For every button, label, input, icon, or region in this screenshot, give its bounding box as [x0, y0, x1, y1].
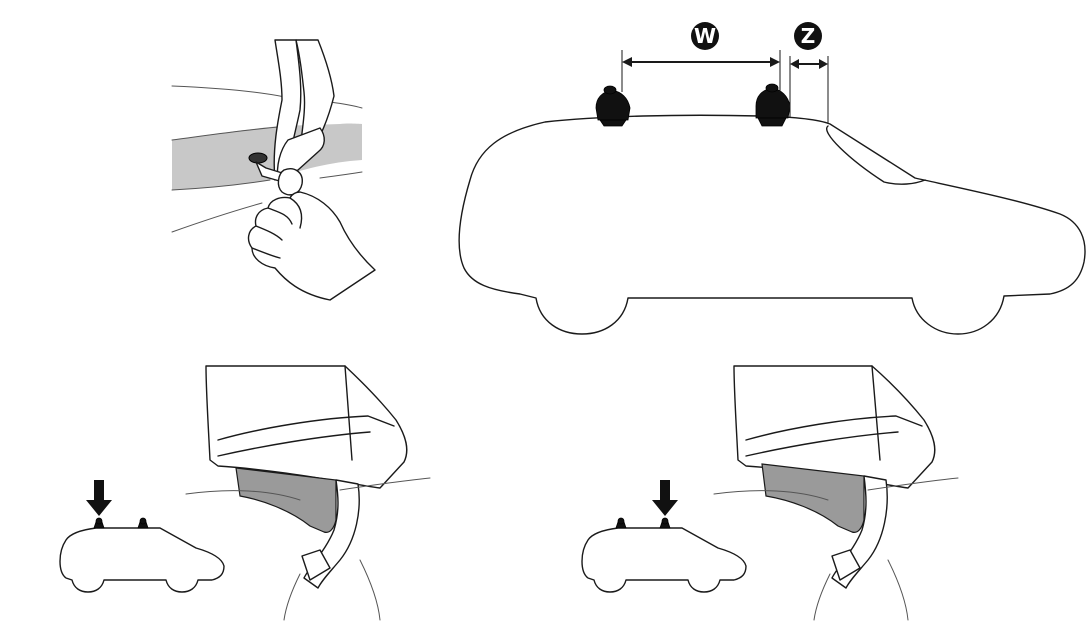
finger-1: [267, 207, 293, 225]
door-lower-line-right: [319, 171, 363, 179]
roof-edge-line: [185, 490, 301, 501]
roof-foot-rear: [595, 85, 631, 127]
car-body: [458, 114, 1086, 335]
clamp-foot: [276, 127, 325, 181]
housing-ridge: [217, 415, 395, 441]
roof-line-upper-right: [329, 101, 363, 109]
roof-edge-line-rear-right: [867, 477, 959, 491]
foot-housing: [205, 365, 408, 489]
mini-car-front-indicator: [59, 480, 225, 593]
door-edge-line-rear: [813, 573, 831, 621]
w-badge: [691, 22, 719, 50]
z-label: Z: [801, 24, 816, 48]
roof-line-upper: [171, 85, 286, 98]
foot-housing-rear: [733, 365, 936, 489]
door-edge-line-right: [359, 559, 381, 621]
band-edge-bottom: [171, 179, 271, 191]
roof-edge-line-rear: [713, 490, 829, 501]
finger-2: [255, 225, 283, 241]
z-badge: [794, 22, 822, 50]
fixing-bracket: [235, 467, 337, 533]
housing-ridge-rear-2: [745, 431, 899, 457]
down-arrow-icon: [86, 480, 112, 516]
fixing-bracket-rear: [761, 463, 865, 533]
roof-edge-line-right: [339, 477, 431, 491]
down-arrow-icon: [652, 480, 678, 516]
housing-edge: [344, 365, 353, 461]
panel-bottom-left: [59, 365, 431, 621]
housing-edge-rear: [871, 365, 881, 461]
door-edge-line: [283, 573, 301, 621]
thumb: [289, 197, 303, 229]
mini-car-rear-indicator: [581, 480, 747, 593]
roof-foot-front: [755, 83, 791, 127]
door-lower-line: [171, 202, 263, 233]
clamp-tip-rear: [831, 549, 861, 581]
finger-3: [251, 247, 281, 259]
clamp-tip: [301, 549, 331, 581]
housing-ridge-2: [217, 431, 371, 457]
dimension-w: W: [621, 22, 781, 92]
windshield-line: [826, 125, 926, 185]
panel-top-left: [171, 39, 376, 301]
tightening-knob: [277, 168, 303, 196]
w-label: W: [694, 24, 716, 48]
panel-bottom-right: [581, 365, 959, 621]
housing-ridge-rear: [745, 415, 923, 441]
bolt-head: [248, 152, 268, 164]
door-edge-line-rear-right: [887, 559, 909, 621]
dimension-z: Z: [789, 22, 829, 124]
panel-top-right: W Z: [458, 22, 1086, 335]
